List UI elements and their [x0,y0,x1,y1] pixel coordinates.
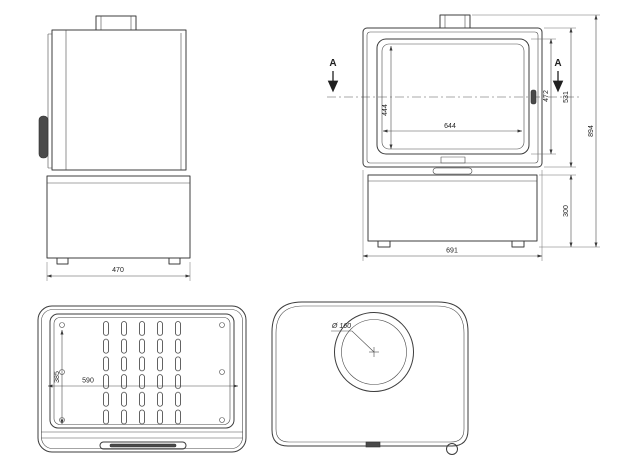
top-view: 385 590 [37,305,247,453]
dim-base-height-label: 300 [563,205,570,217]
air-vent-slot [432,167,473,175]
flue-stub-outline [95,15,137,31]
screw-icon [219,369,225,375]
firebox-body-outline [51,29,187,171]
top-panel-outline [49,313,235,429]
leader-line [331,330,375,353]
foot-left [377,240,391,248]
dim-door-height-label: 472 [543,90,550,102]
dim-top-depth-label: 385 [54,371,61,383]
dim-width-label: 691 [446,248,458,255]
screw-icon [219,417,225,423]
brand-plate [440,156,466,164]
dim-depth-label: 470 [112,267,124,274]
dim-flue-diameter-label: Ø 160 [331,323,351,330]
door-latch [530,89,537,105]
front-view: A A 444 644 472 531 894 300 691 [327,14,600,261]
front-panel-edge [47,33,52,169]
latch-detail [365,441,381,448]
air-grille [97,320,187,426]
handle-top-view [99,441,187,450]
dim-glass-height-label: 444 [382,104,389,116]
flue-hole-inner [341,319,407,385]
screw-icon [59,322,65,328]
dim-total-height-label: 894 [588,125,595,137]
top-plate-view: Ø 160 [271,301,469,455]
firebox-front-outline [362,27,543,168]
dim-glass-width-label: 644 [444,123,456,130]
dim-top-width-label: 590 [82,378,94,385]
base-outline [46,175,191,259]
base-front-outline [367,174,538,242]
door-frame-line [366,31,539,164]
handle-grip [109,443,177,448]
door-glass-inner [381,43,525,150]
door-handle [38,115,49,159]
foot-right [511,240,525,248]
screw-icon [219,322,225,328]
foot-detail [446,443,458,455]
top-plate-outline [271,301,469,447]
dim-body-height-label: 531 [563,91,570,103]
section-label-right: A [554,58,561,69]
flue-stub-outline [439,14,471,29]
foot-front [56,257,69,265]
side-view: 470 [38,15,191,281]
foot-rear [168,257,181,265]
section-label-left: A [329,58,336,69]
top-outer-outline [37,305,247,453]
door-glass-outer [376,38,530,155]
top-plate-inner-line [275,305,465,443]
flue-hole-outer [334,312,414,392]
